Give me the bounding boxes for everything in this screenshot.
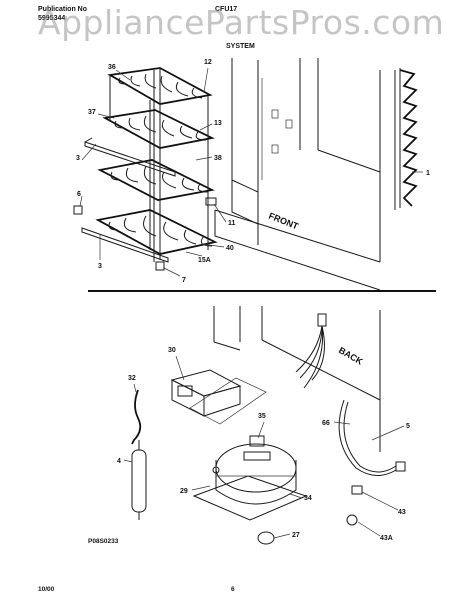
callout-11: 11 bbox=[228, 220, 236, 227]
callout-27: 27 bbox=[292, 532, 300, 539]
watermark: AppliancePartsPros.com bbox=[38, 3, 445, 42]
callout-4: 4 bbox=[117, 458, 121, 465]
section-title: SYSTEM bbox=[226, 43, 255, 50]
power-cord bbox=[338, 399, 406, 476]
clip-part-6 bbox=[73, 205, 83, 215]
condenser-coil bbox=[394, 68, 418, 210]
callout-12: 12 bbox=[204, 59, 212, 66]
shelf-support-rails bbox=[81, 137, 176, 263]
callout-13: 13 bbox=[214, 120, 222, 127]
upper-leader-lines bbox=[79, 67, 423, 277]
header-publication-label: Publication No bbox=[38, 6, 87, 13]
header-model: CFU17 bbox=[215, 6, 238, 13]
wire-shelf-2 bbox=[102, 109, 215, 149]
callout-66: 66 bbox=[322, 420, 330, 427]
shelf-frame-posts bbox=[109, 68, 209, 262]
bracket-part-11 bbox=[205, 197, 217, 206]
callout-43: 43 bbox=[398, 509, 406, 516]
cabinet-outline bbox=[214, 58, 381, 291]
callout-5: 5 bbox=[406, 423, 410, 430]
lower-leader-lines bbox=[123, 355, 405, 539]
callout-38: 38 bbox=[214, 155, 222, 162]
relay-part-30 bbox=[170, 369, 267, 425]
compressor-assembly bbox=[192, 435, 308, 521]
callout-3-upper: 3 bbox=[76, 155, 80, 162]
callout-3-lower: 3 bbox=[98, 263, 102, 270]
back-label: BACK bbox=[337, 345, 365, 367]
callout-30: 30 bbox=[168, 347, 176, 354]
clip-part-43 bbox=[351, 485, 363, 495]
footer-date: 10/00 bbox=[38, 586, 55, 593]
callout-6: 6 bbox=[77, 191, 81, 198]
grommet-part-27 bbox=[257, 531, 275, 545]
wire-shelf-4 bbox=[95, 209, 218, 255]
wire-shelf-3 bbox=[97, 159, 215, 201]
footer-page: 6 bbox=[231, 586, 235, 593]
callout-34: 34 bbox=[304, 495, 312, 502]
callout-37: 37 bbox=[88, 109, 96, 116]
header-publication-number: 5995344 bbox=[38, 15, 66, 22]
callout-40: 40 bbox=[226, 245, 234, 252]
wiring-harness bbox=[295, 313, 327, 389]
wire-shelf-1 bbox=[107, 67, 213, 105]
tube-part-32 bbox=[131, 389, 142, 445]
callout-43A: 43A bbox=[380, 535, 393, 542]
cabinet-back-outline bbox=[213, 306, 381, 452]
callout-1: 1 bbox=[426, 170, 430, 177]
drawing-id: P08S0233 bbox=[88, 538, 119, 545]
drier-part-4 bbox=[131, 440, 147, 520]
callout-7: 7 bbox=[182, 277, 186, 284]
foot-part-7 bbox=[155, 261, 165, 271]
callout-29: 29 bbox=[180, 488, 188, 495]
callout-35: 35 bbox=[258, 413, 266, 420]
clamp-part-43A bbox=[346, 514, 358, 526]
callout-36: 36 bbox=[108, 64, 116, 71]
callout-32: 32 bbox=[128, 375, 136, 382]
callout-15A: 15A bbox=[198, 257, 211, 264]
